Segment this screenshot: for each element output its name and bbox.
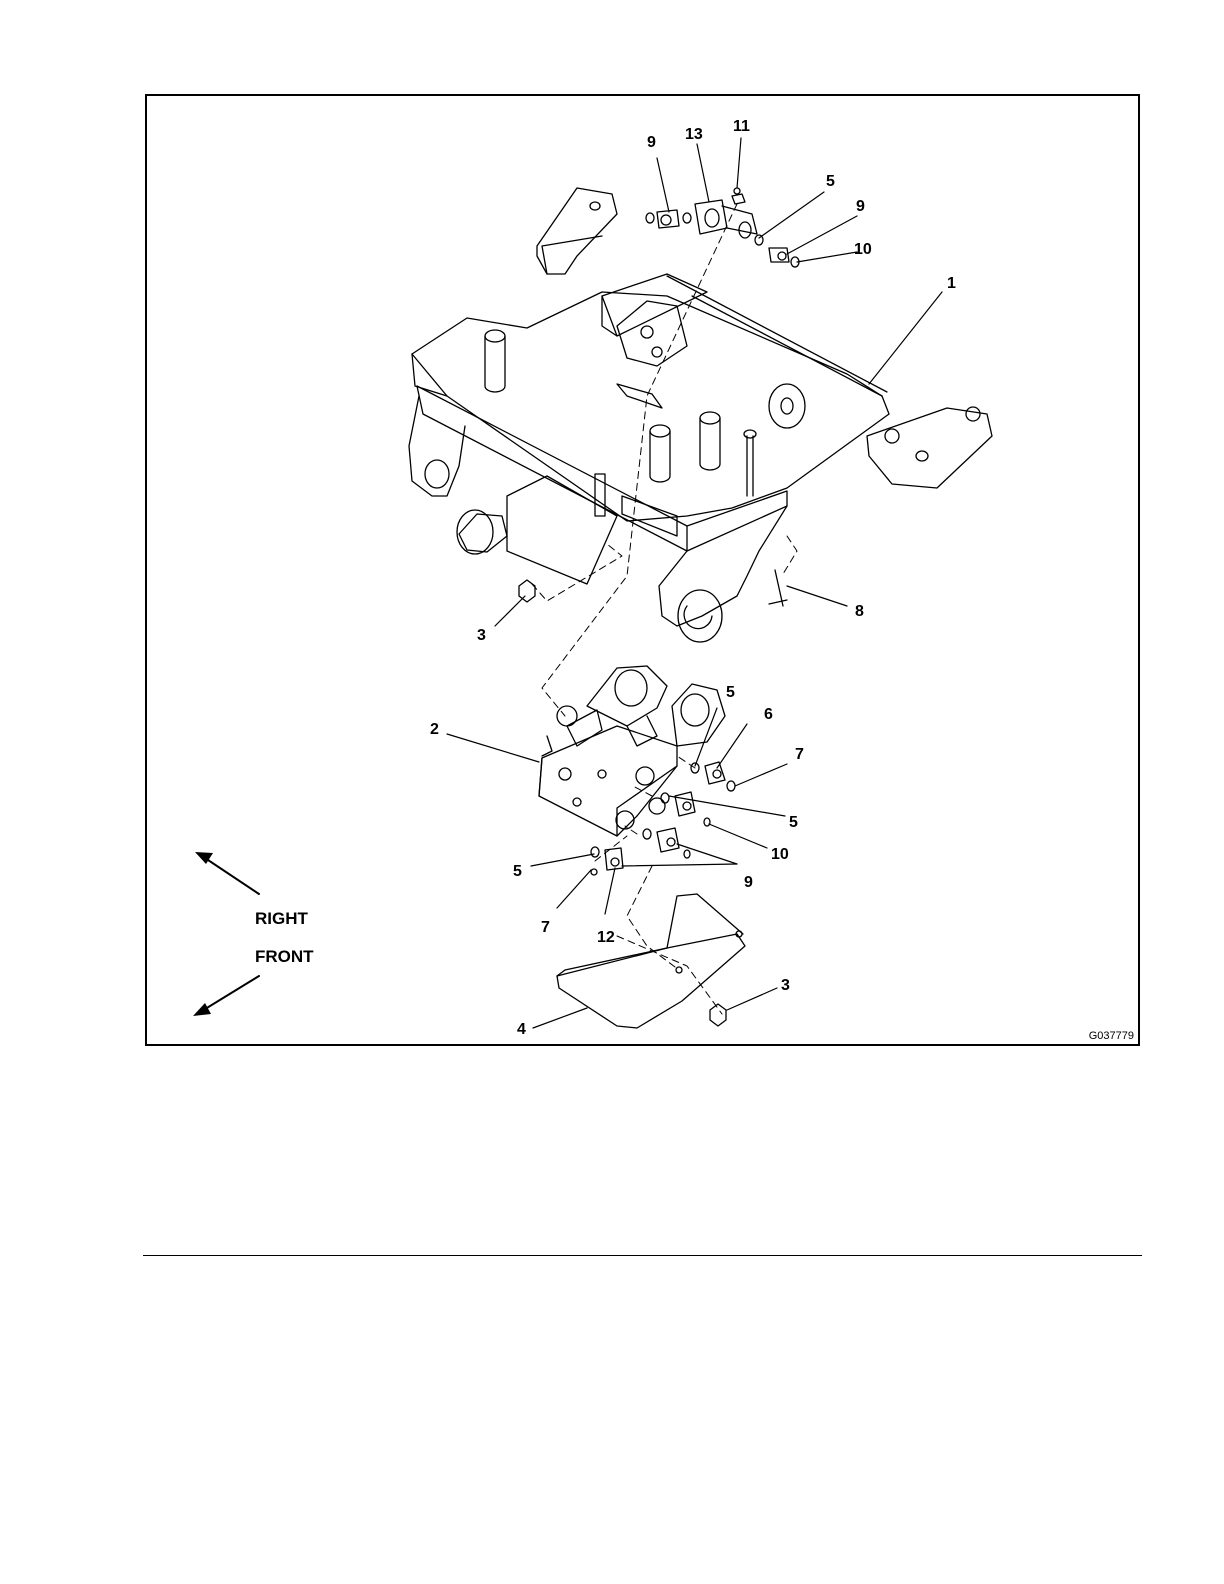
callout-9-top-left: 9 [647, 134, 656, 152]
section-divider [143, 1255, 1142, 1256]
shield-drawing [557, 894, 745, 1028]
callout-9-top-right: 9 [856, 198, 865, 216]
callout-12: 12 [597, 929, 615, 947]
exploded-view-drawing [147, 96, 1138, 1044]
callout-5-lower-left: 5 [513, 863, 522, 881]
callout-10-top: 10 [854, 241, 872, 259]
callout-7-right: 7 [795, 746, 804, 764]
callout-5-manifold-top: 5 [726, 684, 735, 702]
front-arrow-head [193, 1003, 211, 1016]
exploded-view-figure: 9 13 11 5 9 10 1 8 3 2 5 6 7 5 10 9 5 7 … [145, 94, 1140, 1046]
callout-3-lower: 3 [781, 977, 790, 995]
front-direction-label: FRONT [255, 947, 314, 967]
callout-7-left: 7 [541, 919, 550, 937]
callout-8: 8 [855, 603, 864, 621]
orientation-arrows [197, 854, 259, 1014]
callout-4: 4 [517, 1021, 526, 1039]
sensor-assembly-drawing [646, 188, 799, 267]
callout-5-manifold-right: 5 [789, 814, 798, 832]
callout-9-lower: 9 [744, 874, 753, 892]
callout-6: 6 [764, 706, 773, 724]
manifold-fittings-drawing [591, 762, 735, 875]
callout-10-lower: 10 [771, 846, 789, 864]
callout-1: 1 [947, 275, 956, 293]
manifold-drawing [539, 666, 725, 836]
right-direction-label: RIGHT [255, 909, 308, 929]
callout-11: 11 [733, 118, 750, 136]
main-frame-drawing [409, 188, 992, 642]
callout-2: 2 [430, 721, 439, 739]
callout-5-top: 5 [826, 173, 835, 191]
callout-13: 13 [685, 126, 703, 144]
figure-code: G037779 [1089, 1030, 1134, 1042]
assembly-dashed-lines [532, 204, 797, 1014]
callout-3-upper: 3 [477, 627, 486, 645]
